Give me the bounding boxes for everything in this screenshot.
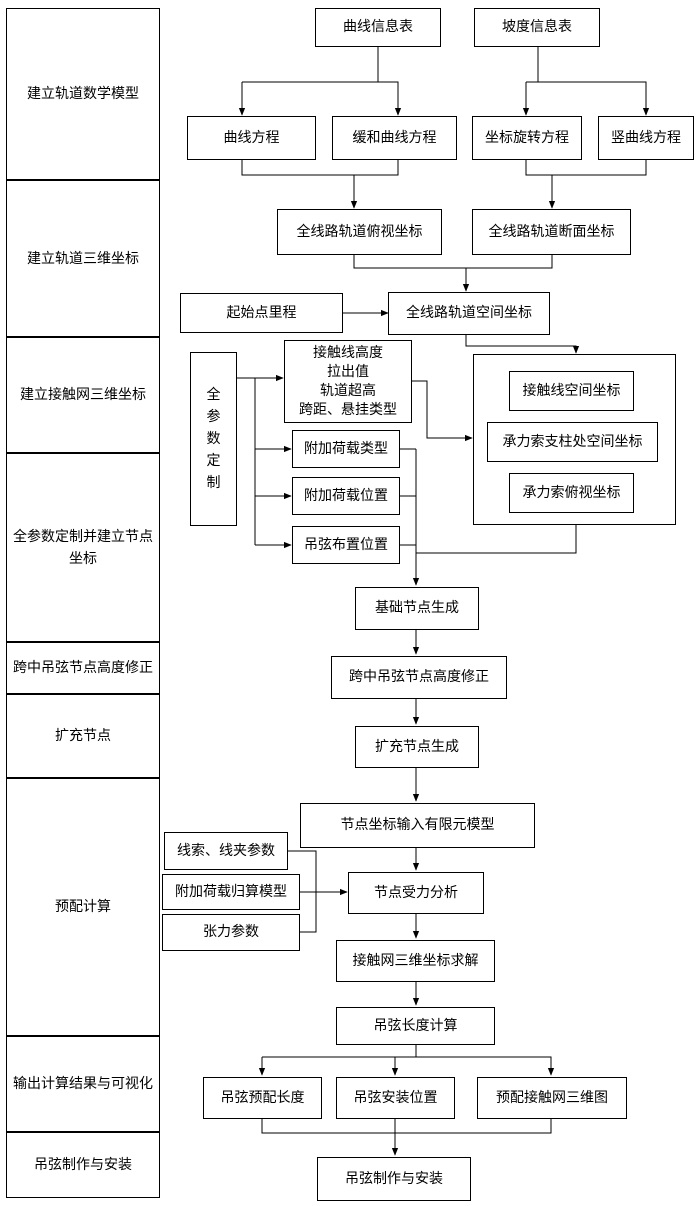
preconfig-catenary-3d-view: 预配接触网三维图 — [477, 1077, 627, 1119]
slope-info-table: 坡度信息表 — [474, 8, 600, 47]
dropper-prelength: 吊弦预配长度 — [203, 1077, 322, 1119]
param-superelevation: 轨道超高 — [320, 382, 376, 401]
param-stagger: 拉出值 — [327, 363, 369, 382]
full-param-char: 全 — [207, 384, 221, 406]
full-param-char: 参 — [207, 406, 221, 428]
catenary-3d-solve: 接触网三维坐标求解 — [336, 940, 495, 982]
messenger-support-space-coord: 承力索支柱处空间坐标 — [487, 422, 658, 462]
wire-clamp-params: 线索、线夹参数 — [164, 832, 288, 870]
base-node-generation: 基础节点生成 — [355, 587, 479, 630]
catenary-params: 接触线高度 拉出值 轨道超高 跨距、悬挂类型 — [284, 340, 412, 423]
tension-params: 张力参数 — [162, 914, 300, 951]
full-param-customization: 全 参 数 定 制 — [190, 352, 237, 526]
start-mileage: 起始点里程 — [180, 293, 343, 333]
transition-curve-equation: 缓和曲线方程 — [332, 116, 457, 160]
messenger-top-view-coord: 承力索俯视坐标 — [509, 473, 634, 513]
full-param-char: 定 — [207, 450, 221, 472]
extended-node-generation: 扩充节点生成 — [355, 726, 479, 768]
vertical-curve-equation: 竖曲线方程 — [598, 116, 694, 160]
full-param-char: 制 — [207, 472, 221, 494]
rail-top-view-coord: 全线路轨道俯视坐标 — [277, 209, 442, 255]
param-span-suspension: 跨距、悬挂类型 — [299, 401, 397, 420]
coord-rotation-equation: 坐标旋转方程 — [472, 116, 582, 160]
rail-space-coord: 全线路轨道空间坐标 — [388, 292, 550, 335]
extra-load-type: 附加荷载类型 — [292, 430, 400, 468]
node-force-analysis: 节点受力分析 — [348, 872, 484, 914]
dropper-install-position: 吊弦安装位置 — [336, 1077, 455, 1119]
dropper-length-calc: 吊弦长度计算 — [336, 1007, 495, 1045]
mid-span-dropper-height-fix: 跨中吊弦节点高度修正 — [331, 656, 507, 699]
contact-wire-space-coord: 接触线空间坐标 — [509, 371, 634, 411]
full-param-char: 数 — [207, 428, 221, 450]
dropper-make-install: 吊弦制作与安装 — [317, 1157, 471, 1201]
extra-load-model: 附加荷载归算模型 — [162, 874, 300, 910]
param-contact-wire-height: 接触线高度 — [313, 344, 383, 363]
extra-load-position: 附加荷载位置 — [292, 477, 400, 515]
dropper-layout-position: 吊弦布置位置 — [292, 526, 400, 564]
curve-info-table: 曲线信息表 — [315, 8, 441, 47]
rail-section-coord: 全线路轨道断面坐标 — [472, 209, 631, 255]
fem-model-input: 节点坐标输入有限元模型 — [300, 803, 535, 848]
curve-equation: 曲线方程 — [187, 116, 316, 160]
